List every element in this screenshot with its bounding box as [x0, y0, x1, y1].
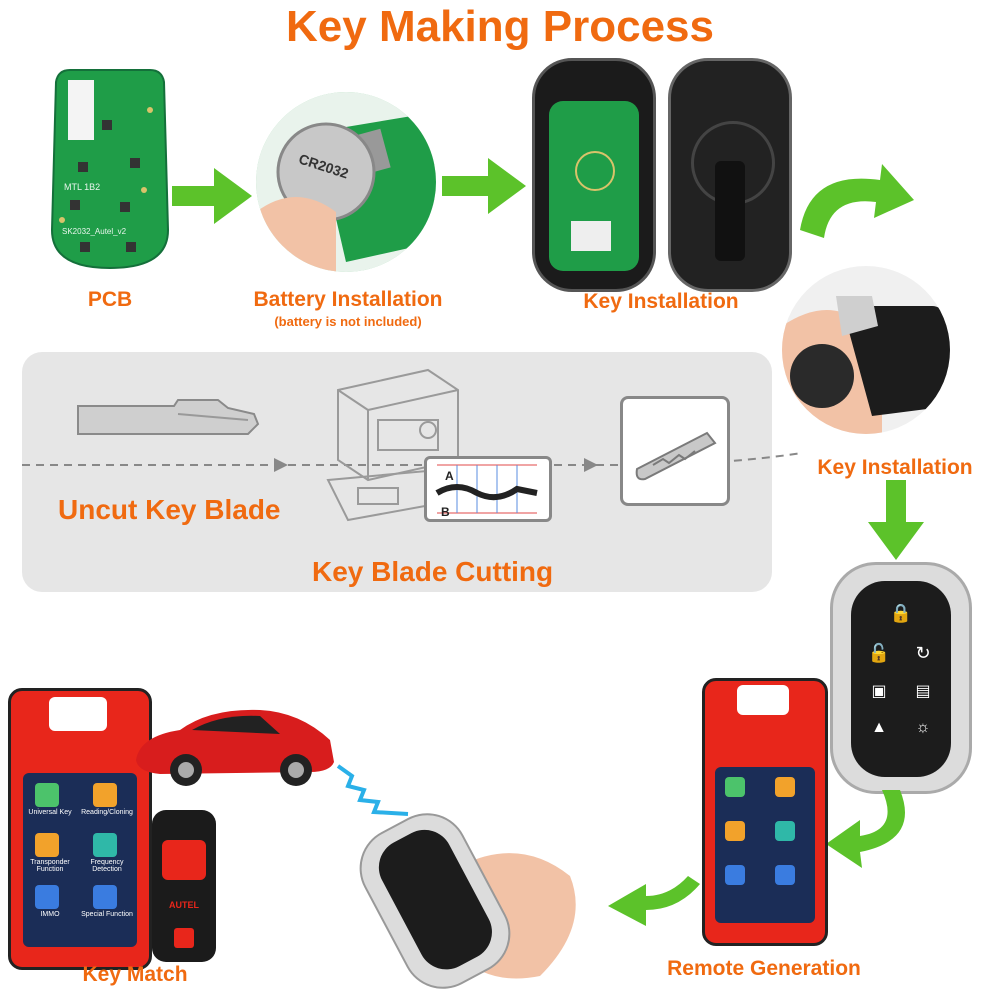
key-shell-front [532, 58, 656, 292]
app-frequency-detection[interactable]: Frequency Detection [90, 859, 124, 873]
remote-generation-tablet [702, 678, 828, 946]
unlock-icon[interactable]: 🔓 [867, 643, 891, 663]
remote-generation-label: Remote Generation [667, 957, 861, 980]
key-match-label: Key Match [82, 963, 188, 986]
green-arrow-icon [800, 164, 914, 238]
app-universal-key[interactable]: Universal Key [28, 809, 72, 816]
app-reading-cloning[interactable]: Reading/Cloning [81, 809, 133, 816]
cut-key-blade-image [620, 396, 730, 506]
app-immo[interactable]: IMMO [40, 911, 60, 918]
key-installation-right-label: Key Installation [817, 456, 973, 479]
battery-image: CR2032 [256, 92, 436, 272]
key-installation-top-label: Key Installation [583, 290, 739, 313]
green-arrow-icon [442, 158, 526, 214]
battery-note: (battery is not included) [274, 314, 422, 329]
app-transponder-function[interactable]: Transponder Function [30, 859, 70, 873]
key-assembly-image [782, 266, 950, 434]
page-title: Key Making Process [286, 2, 714, 51]
key-shell-back [668, 58, 792, 292]
light-icon[interactable]: ☼ [915, 719, 931, 736]
green-arrow-icon [172, 168, 252, 224]
app-special-function[interactable]: Special Function [81, 911, 133, 918]
green-arrow-icon [608, 876, 700, 926]
battery-installation-label: Battery Installation [253, 288, 443, 311]
green-arrow-icon [826, 790, 905, 868]
car-icon[interactable]: ▲ [871, 719, 887, 736]
green-arrow-icon [868, 480, 924, 560]
pcb-label: PCB [87, 288, 133, 311]
lock-icon[interactable]: 🔒 [889, 603, 913, 623]
trunk-icon[interactable]: ▤ [915, 683, 931, 700]
obd-dongle: AUTEL [152, 810, 216, 962]
cut-depth-chart: A B [424, 456, 552, 522]
hand-with-key-image [359, 813, 576, 989]
smart-key-fob: 🔒 🔓 ↻ ▣ ▤ ▲ ☼ [830, 562, 972, 794]
process-dashed-line [22, 452, 803, 472]
pcb-code-text: MTL 1B2 [64, 182, 101, 192]
remote-start-icon[interactable]: ↻ [915, 643, 931, 663]
red-car-image [136, 709, 334, 786]
pcb-model-text: SK2032_Autel_v2 [62, 227, 127, 236]
cut-mark-a: A [445, 469, 454, 483]
key-match-tablet: Universal Key Reading/Cloning Transponde… [8, 688, 152, 970]
pcb-image: MTL 1B2 SK2032_Autel_v2 [50, 69, 170, 270]
uncut-key-blade-image [77, 399, 260, 435]
obd-brand-text: AUTEL [169, 900, 199, 910]
cut-mark-b: B [441, 505, 450, 519]
uncut-key-blade-label: Uncut Key Blade [58, 494, 281, 525]
signal-icon [336, 764, 409, 816]
door-icon[interactable]: ▣ [871, 683, 887, 700]
key-blade-cutting-label: Key Blade Cutting [312, 556, 554, 587]
